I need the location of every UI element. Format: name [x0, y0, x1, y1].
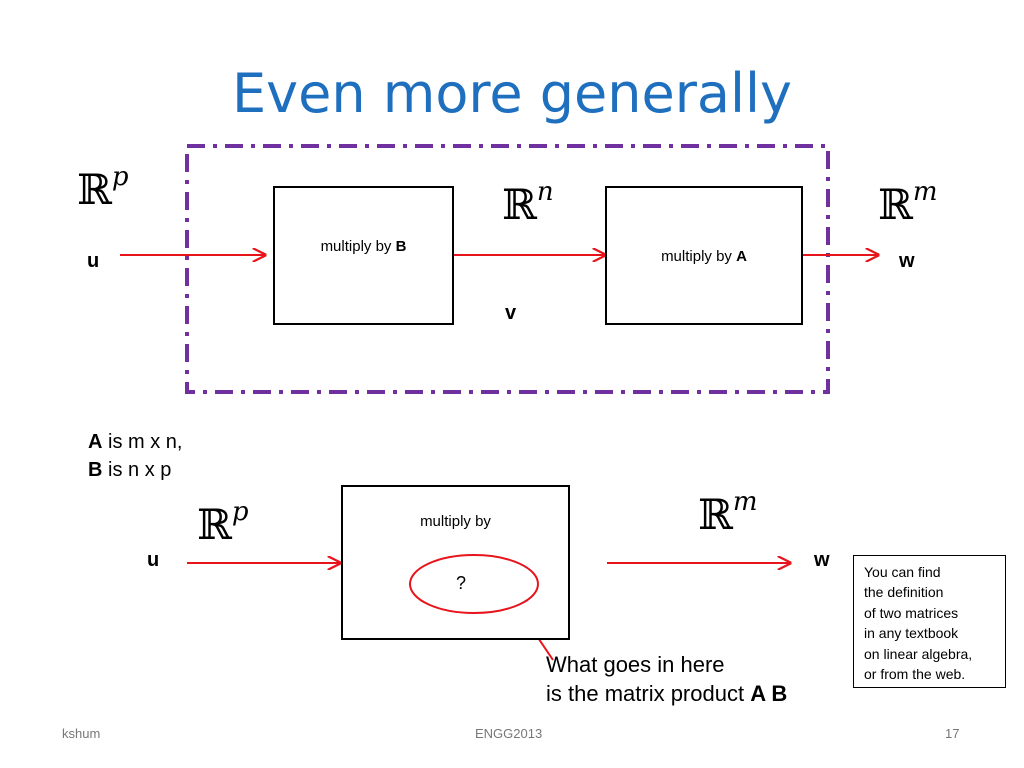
dimension-line-a: A is m x n,	[88, 428, 182, 456]
question-mark: ?	[456, 573, 467, 593]
multiply-by-product-box: multiply by	[341, 485, 570, 640]
note-line: You can find	[864, 564, 941, 580]
footer-page-number: 17	[945, 726, 960, 741]
matrix-product-answer: What goes in here is the matrix product …	[546, 650, 787, 708]
box-label-text: multiply by	[661, 248, 737, 265]
set-base: ℝ	[878, 180, 913, 229]
matrix-b-label: B	[395, 238, 407, 255]
matrix-dimensions: A is m x n, B is n x p	[88, 428, 182, 484]
note-line: of two matrices	[864, 604, 959, 621]
note-line: or from the web.	[864, 666, 966, 683]
vector-u-top: u	[87, 250, 100, 272]
note-line: in any textbook	[864, 625, 959, 642]
vector-v: v	[505, 302, 517, 324]
answer-line-1: What goes in here	[546, 652, 725, 677]
box-label: multiply by A	[607, 248, 801, 265]
multiply-by-a-box: multiply by A	[605, 186, 803, 325]
set-r-p-top: ℝp	[77, 164, 129, 214]
set-exponent: p	[111, 162, 129, 192]
set-r-m-top: ℝm	[878, 179, 938, 229]
dimension-text: is n x p	[102, 459, 172, 481]
set-base: ℝ	[77, 165, 112, 214]
footer-author: kshum	[62, 726, 101, 741]
set-exponent: n	[536, 177, 554, 207]
set-exponent: m	[732, 487, 758, 517]
answer-bold-ab: A B	[750, 681, 788, 706]
dimension-line-b: B is n x p	[88, 456, 182, 484]
vector-w-bottom: w	[814, 549, 830, 571]
box-label: multiply by B	[275, 238, 452, 255]
set-base: ℝ	[502, 180, 537, 229]
set-r-n: ℝn	[502, 179, 554, 229]
matrix-b-symbol: B	[88, 459, 103, 481]
set-base: ℝ	[197, 500, 232, 549]
question-ellipse	[409, 554, 539, 614]
set-exponent: p	[231, 497, 249, 527]
set-r-p-bottom: ℝp	[197, 499, 249, 549]
dimension-text: is m x n,	[102, 431, 183, 453]
set-r-m-bottom: ℝm	[698, 489, 758, 539]
slide-title: Even more generally	[232, 62, 792, 125]
vector-w-top: w	[899, 250, 915, 272]
box-label-text: multiply by	[320, 238, 396, 255]
multiply-by-b-box: multiply by B	[273, 186, 454, 325]
set-exponent: m	[912, 177, 938, 207]
answer-line-2: is the matrix product A B	[546, 679, 787, 708]
matrix-a-symbol: A	[88, 431, 103, 453]
dashed-composition-frame	[185, 144, 830, 394]
vector-u-bottom: u	[147, 549, 160, 571]
footer-course: ENGG2013	[475, 726, 543, 741]
textbook-note-box: You can find the definition of two matri…	[853, 555, 1006, 688]
note-line: the definition	[864, 584, 944, 601]
set-base: ℝ	[698, 490, 733, 539]
matrix-a-label: A	[736, 248, 747, 265]
box-label: multiply by	[420, 513, 491, 530]
note-line: on linear algebra,	[864, 645, 973, 662]
answer-text: is the matrix product	[546, 681, 751, 706]
